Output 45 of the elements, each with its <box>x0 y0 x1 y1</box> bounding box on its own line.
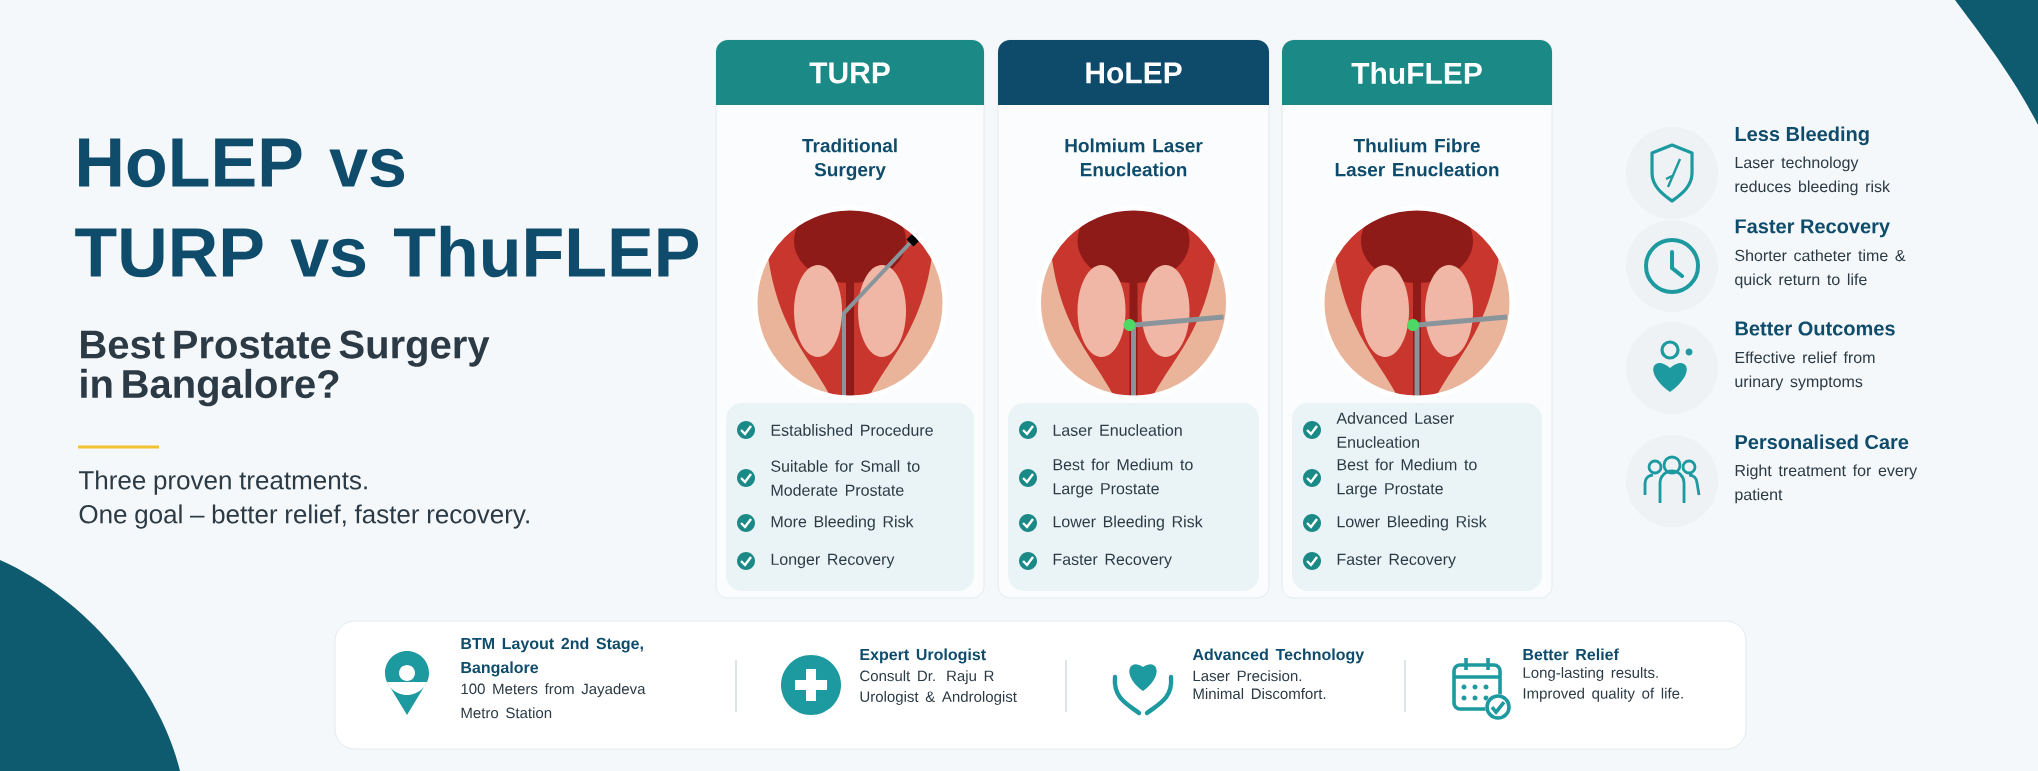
benefit-text: Shorter catheter time & quick return to life <box>1735 249 1906 289</box>
info-text: 100 Meters from Jayadeva Metro Station <box>461 683 646 719</box>
benefit-text: Right treatment for every patient <box>1735 464 1918 504</box>
header-band: HoLEP <box>998 40 1269 105</box>
header-band: ThuFLEP <box>1282 40 1552 105</box>
benefit-heading: Faster Recovery <box>1735 219 1890 238</box>
checklist-item: Advanced Laser Enucleation <box>1336 412 1454 448</box>
benefit-text: Effective relief from urinary symptoms <box>1735 351 1875 391</box>
tagline: Three proven treatments. <box>79 470 367 495</box>
info-text: Minimal Discomfort. <box>1193 688 1326 700</box>
title: HoLEP vs TURP vs ThuFLEP <box>75 138 698 278</box>
checklist-item: Laser Enucleation <box>1053 424 1182 436</box>
info-text: Consult Dr. Raju R <box>860 670 994 685</box>
checklist-panel <box>1292 403 1542 591</box>
subtitle: Best Prostate Surgery in Bangalore? <box>81 330 490 407</box>
card-subtitle: Traditional Surgery <box>802 138 897 181</box>
card-subtitle: Holmium Laser Enucleation <box>1065 138 1203 177</box>
checklist-item: Best for Medium to Large Prostate <box>1337 458 1477 498</box>
checklist-item: Faster Recovery <box>1337 553 1456 569</box>
info-heading: BTM Layout 2nd Stage, Bangalore <box>461 637 643 677</box>
info-text: Laser Precision. <box>1193 670 1302 682</box>
tagline: One goal – better relief, faster recovery. <box>79 504 529 529</box>
info-heading: Expert Urologist <box>860 648 986 664</box>
checklist-item: Lower Bleeding Risk <box>1053 515 1203 531</box>
header-band: TURP <box>716 40 984 105</box>
info-text: Long-lasting results. <box>1523 666 1658 681</box>
card-subtitle: Thulium Fibre Laser Enucleation <box>1335 138 1499 177</box>
benefit-heading: Personalised Care <box>1735 434 1909 450</box>
checklist-item: More Bleeding Risk <box>771 515 914 531</box>
checklist-item: Suitable for Small to Moderate Prostate <box>771 460 920 496</box>
info-text: Improved quality of life. <box>1523 687 1683 702</box>
info-text: Urologist & Andrologist <box>860 691 1017 705</box>
benefit-text: Laser technology reduces bleeding risk <box>1735 156 1891 196</box>
checklist-item: Faster Recovery <box>1053 553 1172 569</box>
info-heading: Better Relief <box>1523 648 1619 661</box>
benefit-heading: Better Outcomes <box>1735 321 1895 336</box>
checklist-item: Established Procedure <box>771 424 933 436</box>
benefit-heading: Less Bleeding <box>1735 126 1869 146</box>
info-heading: Advanced Technology <box>1192 648 1365 664</box>
checklist-panel <box>726 403 974 591</box>
checklist-item: Best for Medium to Large Prostate <box>1053 458 1193 498</box>
info-bar <box>334 620 1747 750</box>
checklist-item: Lower Bleeding Risk <box>1337 515 1487 531</box>
checklist-item: Longer Recovery <box>771 553 895 569</box>
checklist-panel <box>1008 403 1259 591</box>
